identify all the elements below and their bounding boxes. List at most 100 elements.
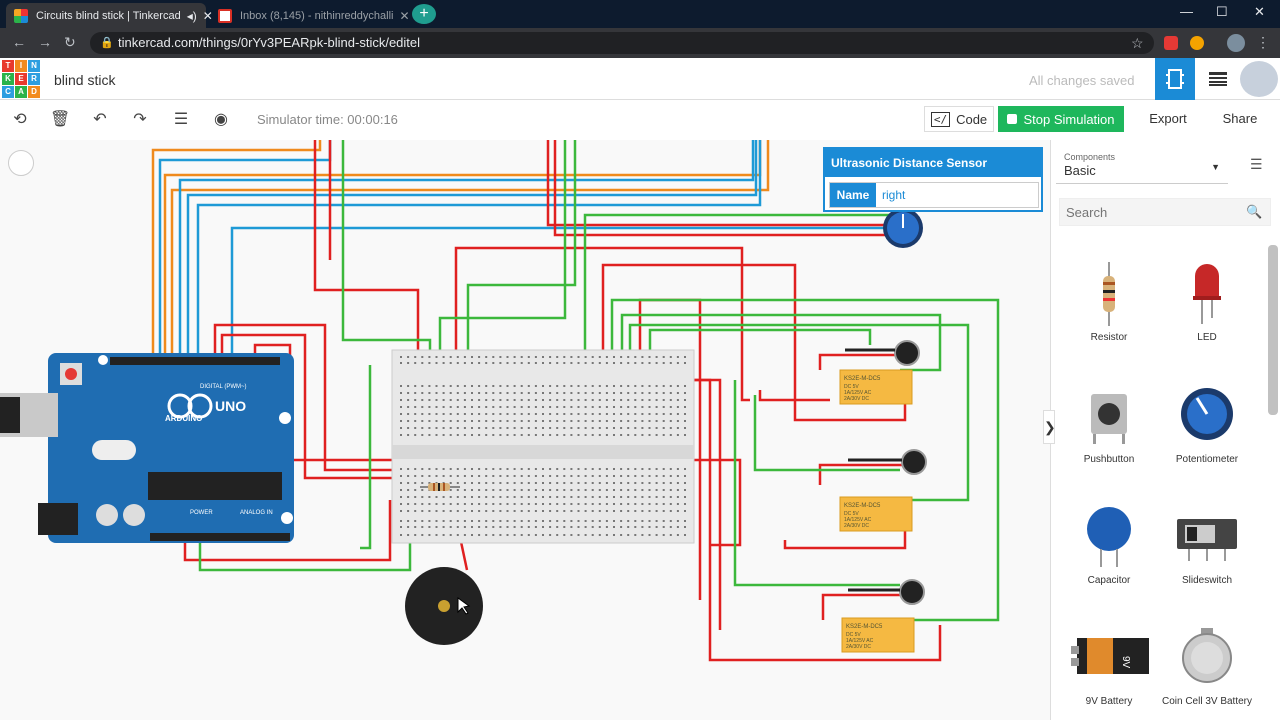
redo-icon[interactable]: ↷ [133,111,147,128]
vibration-motors[interactable] [845,340,927,605]
component-coin-cell[interactable]: Coin Cell 3V Battery [1157,626,1257,720]
address-bar-row: ← → ↻ 🔒 tinkercad.com/things/0rYv3PEARpk… [0,28,1280,58]
reload-icon[interactable]: ↻ [64,34,76,50]
breadboard-hole [478,489,481,491]
breadboard-hole [641,489,644,491]
tinkercad-logo[interactable]: T I N K E R C A D [2,60,40,98]
breadboard-hole [442,420,445,422]
list-view-icon[interactable]: ☰ [1250,156,1263,172]
arduino-uno-board[interactable]: ARDUINO UNO DIGITAL (PWM~) POWER ANALOG … [0,353,294,543]
minimize-icon[interactable]: — [1180,4,1193,19]
component-list-view-button[interactable] [1198,58,1238,100]
breadboard-hole [506,362,509,364]
panel-scrollbar[interactable] [1268,245,1278,415]
breadboard-hole [577,420,580,422]
breadboard[interactable] [391,349,695,544]
rotate-icon[interactable]: ⟲ [13,111,27,128]
breadboard-hole [591,356,594,358]
breadboard-hole [428,434,431,436]
relay-modules[interactable]: KS2E-M-DC5 DC 5V 1A/125V AC 2A/30V DC KS… [839,369,915,653]
component-led[interactable]: LED [1157,262,1257,343]
forward-icon[interactable]: → [38,34,52,50]
tab-gmail[interactable]: Inbox (8,145) - nithinreddychalli ✕ [210,3,410,28]
breadboard-hole [613,475,615,477]
sensor-knob[interactable] [883,208,923,248]
breadboard-hole [527,356,530,358]
breadboard-hole [627,520,630,522]
breadboard-hole [634,520,637,522]
fit-view-icon[interactable] [8,150,34,176]
new-tab-button[interactable]: + [412,4,436,24]
name-field[interactable]: Name right [829,182,1039,208]
circuit-canvas[interactable]: ARDUINO UNO DIGITAL (PWM~) POWER ANALOG … [0,140,1050,720]
breadboard-hole [428,427,431,429]
code-button[interactable]: </ Code [924,106,994,132]
breadboard-hole [534,482,537,484]
breadboard-hole [442,534,445,536]
speaker-icon: ◂) [186,8,197,23]
breadboard-hole [662,534,665,536]
breadboard-hole [400,475,402,477]
breadboard-hole [421,420,424,422]
stop-simulation-button[interactable]: Stop Simulation [998,106,1124,132]
breadboard-hole [542,413,544,415]
component-slideswitch[interactable]: Slideswitch [1157,505,1257,586]
breadboard-hole [463,406,466,408]
resistor-part[interactable] [420,483,460,491]
breadboard-hole [570,420,573,422]
tab-tinkercad[interactable]: Circuits blind stick | Tinkercad ◂) ✕ [6,3,213,28]
visibility-eye-icon[interactable]: ◉ [214,111,228,128]
component-capacitor[interactable]: Capacitor [1059,505,1159,586]
delete-icon[interactable]: 🗑 [50,111,71,128]
component-label: 9V Battery [1085,696,1133,707]
piezo-buzzer[interactable] [405,567,483,645]
components-dropdown[interactable]: Components Basic ▼ [1056,148,1228,184]
project-title[interactable]: blind stick [54,72,116,88]
back-icon[interactable]: ← [12,34,26,50]
component-potentiometer[interactable]: Potentiometer [1157,384,1257,465]
breadboard-hole [556,534,559,536]
breadboard-hole [463,356,466,358]
breadboard-hole [577,399,580,401]
close-tab-icon[interactable]: ✕ [202,8,213,23]
breadboard-hole [577,489,580,491]
breadboard-hole [549,534,552,536]
collapse-panel-button[interactable]: ❯ [1043,410,1056,444]
menu-dots-icon[interactable]: ⋮ [1256,34,1270,50]
extension-icon[interactable] [1164,36,1178,50]
component-pushbutton[interactable]: Pushbutton [1059,384,1159,465]
breadboard-hole [563,534,566,536]
breadboard-hole [414,482,417,484]
breadboard-hole [605,434,608,436]
component-9v-battery[interactable]: 9V 9V Battery [1059,626,1159,707]
url-input[interactable]: 🔒 tinkercad.com/things/0rYv3PEARpk-blind… [90,32,1154,54]
component-resistor[interactable]: Resistor [1059,262,1159,343]
breadboard-hole [570,475,573,477]
cookie-extension-icon[interactable] [1190,36,1204,50]
user-avatar[interactable] [1240,61,1278,97]
export-button[interactable]: Export [1149,111,1187,126]
close-tab-icon[interactable]: ✕ [399,8,410,23]
breadboard-hole [605,392,608,394]
breadboard-hole [513,356,516,358]
breadboard-hole [556,385,559,387]
breadboard-hole [577,385,580,387]
breadboard-hole [499,420,502,422]
window-close-icon[interactable]: ✕ [1254,4,1265,19]
breadboard-hole [648,399,651,401]
undo-icon[interactable]: ↶ [93,111,107,128]
search-input[interactable] [1059,198,1271,226]
profile-icon[interactable] [1227,34,1245,52]
breadboard-hole [563,420,566,422]
breadboard-hole [584,510,587,512]
notes-icon[interactable]: ☰ [173,111,189,128]
breadboard-hole [435,356,438,358]
bookmark-star-icon[interactable]: ☆ [1131,35,1144,51]
breadboard-hole [570,468,573,470]
breadboard-hole [442,399,445,401]
breadboard-hole [463,468,466,470]
circuit-view-button[interactable] [1155,58,1195,100]
name-value[interactable]: right [882,188,906,202]
maximize-icon[interactable]: ☐ [1216,4,1228,19]
share-button[interactable]: Share [1222,111,1258,126]
